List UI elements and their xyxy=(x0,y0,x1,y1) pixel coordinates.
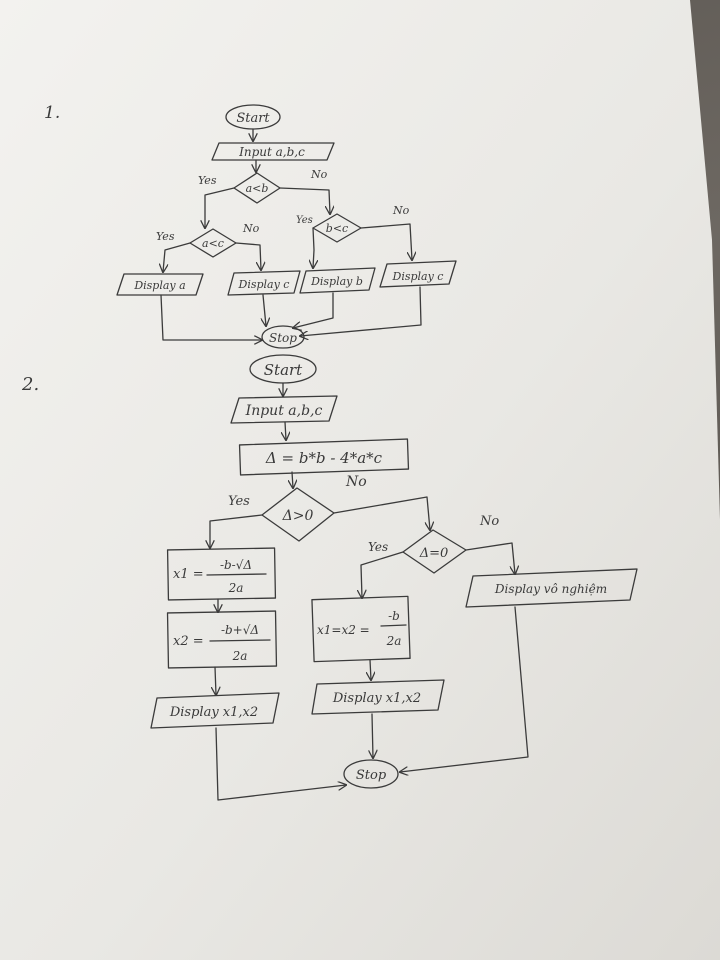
decision-b-lt-c xyxy=(312,213,362,243)
flowchart-1: 1. Start Input a,b,c a<b Yes No a<c Yes … xyxy=(44,103,457,349)
x2-label: x2 = xyxy=(173,634,204,649)
decision-a-lt-b-label: a<b xyxy=(246,182,269,195)
x1-numerator: -b-√Δ xyxy=(220,558,252,572)
stop-label-1: Stop xyxy=(269,331,297,345)
decision-a-lt-b-no: No xyxy=(310,168,328,181)
delta-process-box xyxy=(238,438,410,476)
flowchart-2: 2. Start Input a,b,c Δ = b*b - 4*a*c Δ>0… xyxy=(21,354,638,801)
decision-delta-gt-0-no: No xyxy=(345,474,367,490)
x1-process-box xyxy=(166,547,277,601)
x1-eq-x2-denominator: 2a xyxy=(386,634,402,648)
x1-eq-x2-numerator: -b xyxy=(388,609,400,623)
input-box-1 xyxy=(211,142,335,161)
display-c-label-1: Display c xyxy=(238,278,290,291)
display-b-label: Display b xyxy=(310,275,363,288)
decision-b-lt-c-no: No xyxy=(392,204,410,217)
display-c-box-1 xyxy=(227,270,301,296)
input-label-1: Input a,b,c xyxy=(238,145,305,159)
stop-terminal-1 xyxy=(261,325,305,349)
decision-delta-gt-0 xyxy=(261,487,335,542)
display-b-box xyxy=(299,267,376,294)
delta-label: Δ = b*b - 4*a*c xyxy=(265,449,383,467)
display-vo-nghiem-box xyxy=(465,568,638,608)
decision-delta-eq-0 xyxy=(402,529,467,574)
x2-process-box xyxy=(166,610,278,669)
start-label-1: Start xyxy=(236,111,270,126)
decision-a-lt-b-yes: Yes xyxy=(198,174,217,187)
x1-denominator: 2a xyxy=(228,581,244,595)
x2-numerator: -b+√Δ xyxy=(221,623,259,637)
display-x1-x2-box-left xyxy=(150,692,280,729)
section-number-1: 1. xyxy=(44,103,60,123)
decision-a-lt-b xyxy=(233,172,281,204)
display-c-box-2 xyxy=(379,260,457,288)
decision-a-lt-c xyxy=(189,228,237,258)
decision-a-lt-c-label: a<c xyxy=(202,237,224,250)
decision-delta-eq-0-yes: Yes xyxy=(368,540,388,554)
decision-delta-eq-0-label: Δ=0 xyxy=(419,546,449,561)
decision-delta-gt-0-yes: Yes xyxy=(228,494,250,509)
decision-a-lt-c-yes: Yes xyxy=(156,230,175,243)
decision-b-lt-c-label: b<c xyxy=(326,222,348,235)
display-a-box xyxy=(116,273,204,296)
decision-delta-gt-0-label: Δ>0 xyxy=(282,508,314,524)
decision-a-lt-c-no: No xyxy=(242,222,260,235)
stop-label-2: Stop xyxy=(356,768,387,783)
decision-b-lt-c-yes: Yes xyxy=(296,215,313,226)
decision-delta-eq-0-no: No xyxy=(479,514,499,529)
display-vo-nghiem-label: Display vô nghiệm xyxy=(494,582,607,596)
section-number-2: 2. xyxy=(21,374,39,395)
stop-terminal-2 xyxy=(343,759,399,789)
x1-eq-x2-process-box xyxy=(311,595,411,663)
input-label-2: Input a,b,c xyxy=(245,403,323,419)
x1-eq-x2-label: x1=x2 = xyxy=(317,623,370,637)
display-x1-x2-box-mid xyxy=(311,679,445,715)
x2-denominator: 2a xyxy=(232,649,248,663)
display-c-label-2: Display c xyxy=(392,270,444,283)
start-label-2: Start xyxy=(264,361,303,379)
display-x1-x2-label-mid: Display x1,x2 xyxy=(332,691,421,706)
input-box-2 xyxy=(230,395,338,424)
display-a-label: Display a xyxy=(133,279,185,292)
x1-label: x1 = xyxy=(173,567,204,582)
display-x1-x2-label-left: Display x1,x2 xyxy=(169,705,258,720)
